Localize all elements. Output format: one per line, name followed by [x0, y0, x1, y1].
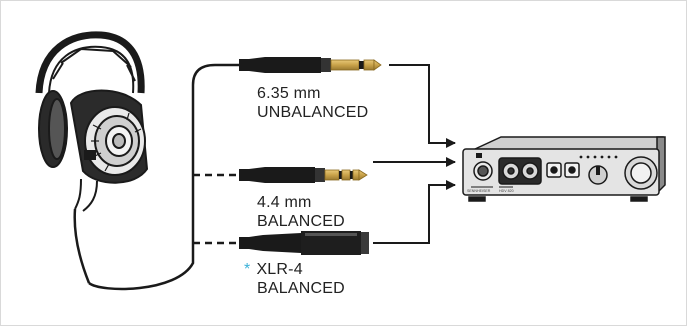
label-xlr4-type: BALANCED [257, 280, 345, 297]
plug-6-35mm-icon [239, 57, 382, 73]
amplifier-icon [462, 136, 666, 202]
label-4-4mm: 4.4 mm BALANCED [257, 193, 345, 231]
label-6-35mm: 6.35 mm UNBALANCED [257, 84, 368, 122]
label-6-35mm-type: UNBALANCED [257, 104, 369, 121]
signal-arrows [373, 64, 456, 244]
label-xlr4: * XLR-4 BALANCED [244, 260, 345, 298]
label-xlr4-size: XLR-4 [256, 261, 303, 278]
label-4-4mm-size: 4.4 mm [257, 194, 312, 211]
plug-xlr4-icon [239, 231, 369, 255]
asterisk-marker: * [244, 261, 251, 278]
cable-bundle [88, 63, 247, 291]
label-6-35mm-size: 6.35 mm [257, 85, 321, 102]
label-4-4mm-type: BALANCED [257, 213, 345, 230]
plug-4-4mm-icon [239, 167, 368, 183]
headphones-icon [35, 31, 149, 284]
